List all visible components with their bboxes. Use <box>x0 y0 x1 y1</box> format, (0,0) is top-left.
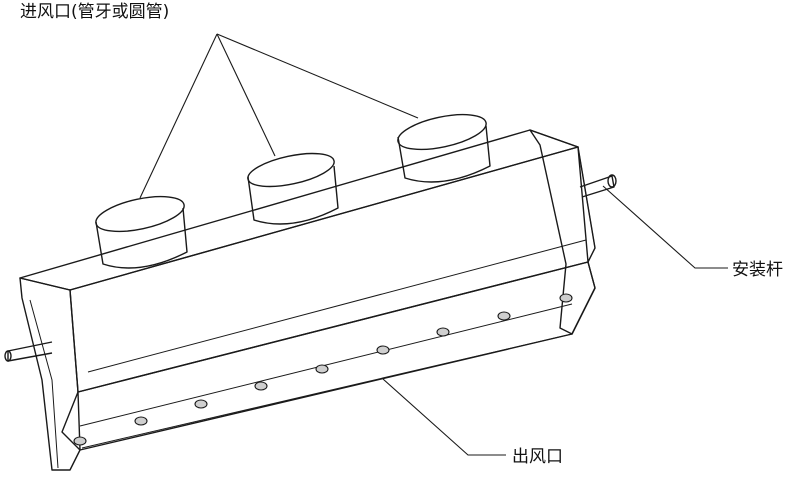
outlet-label: 出风口 <box>512 447 563 467</box>
inlet-leaders <box>139 33 419 199</box>
mount-rod-label: 安装杆 <box>732 260 783 280</box>
outlet-hole <box>315 364 329 374</box>
inlet-pipe-2 <box>247 152 339 225</box>
outlet-holes <box>73 293 573 446</box>
right-mount-rod <box>579 174 617 198</box>
inlet-pipe-1 <box>95 195 188 269</box>
outlet-hole <box>134 416 148 426</box>
housing-front-face <box>69 146 589 393</box>
outlet-hole <box>73 436 87 446</box>
outlet-hole <box>194 399 208 409</box>
mount-rod-leader <box>602 185 728 269</box>
inlet-pipe-3 <box>397 113 491 183</box>
outlet-hole <box>436 327 450 337</box>
inlet-label: 进风口(管牙或圆管) <box>20 2 169 22</box>
outlet-hole <box>559 293 573 303</box>
outlet-hole <box>254 381 268 391</box>
left-end-plate <box>19 277 81 471</box>
outlet-leader <box>382 378 506 456</box>
outlet-hole <box>376 345 390 355</box>
left-mount-rod <box>4 341 53 362</box>
outlet-hole <box>497 311 511 321</box>
